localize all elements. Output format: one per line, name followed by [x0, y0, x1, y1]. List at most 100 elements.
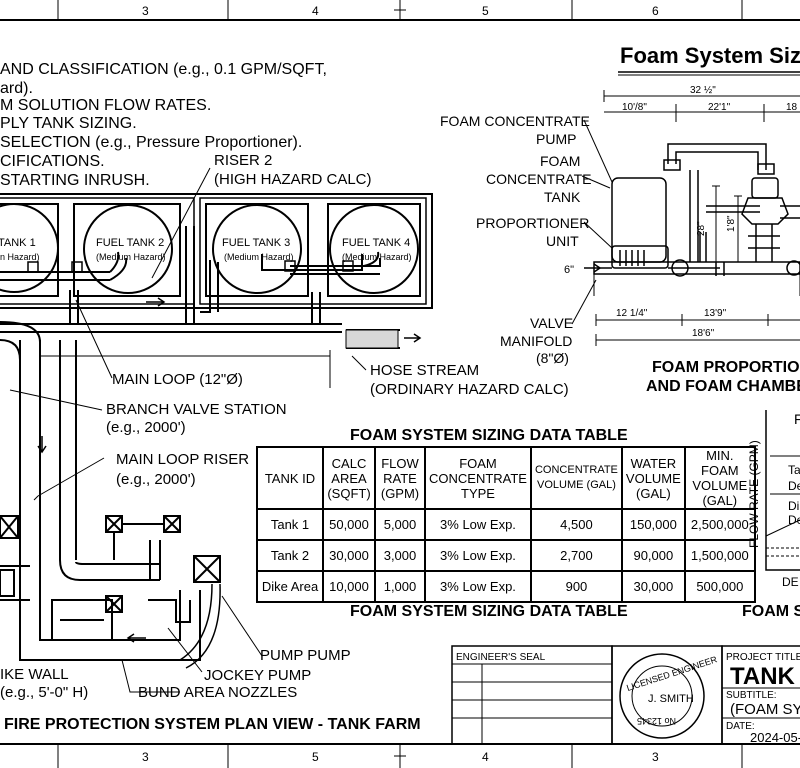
concentrate-tank-label: TANK: [544, 189, 581, 205]
table-cell: 3% Low Exp.: [424, 508, 532, 541]
table-cell: Tank 1: [256, 508, 324, 541]
dim-base-total: 18'6": [692, 328, 715, 339]
proportioner-unit-sublabel: UNIT: [546, 233, 579, 249]
dim-seg3: 18: [786, 102, 798, 113]
table-cell: 30,000: [620, 570, 686, 603]
dim-base1: 12 1/4": [616, 308, 648, 319]
table-cell: 30,000: [322, 539, 376, 572]
concentrate-pump-sublabel: PUMP: [536, 131, 576, 147]
date-label: DATE:: [726, 721, 755, 732]
dim-vert1: 28": [696, 221, 707, 236]
tank-label: TANK 1: [0, 237, 36, 249]
table-row: Tank 1 50,000 5,000 3% Low Exp. 4,500 15…: [256, 508, 756, 541]
main-loop-riser-sublabel: (e.g., 2000'): [116, 471, 196, 488]
jockey-pump-label: JOCKEY PUMP: [204, 667, 311, 684]
dim-overall: 32 ½": [690, 85, 716, 96]
note-line: SELECTION (e.g., Pressure Proportioner).: [0, 134, 302, 151]
hose-stream-sublabel: (ORDINARY HAZARD CALC): [370, 381, 569, 398]
seal-header: ENGINEER'S SEAL: [456, 652, 546, 663]
hose-stream-pipe: [345, 329, 399, 349]
tank-label: FUEL TANK 2: [96, 237, 164, 249]
valve-manifold-label: VALVE: [530, 315, 573, 331]
note-line: ard).: [0, 80, 33, 97]
column-marker: 5: [482, 4, 489, 18]
branch-valve-label: BRANCH VALVE STATION: [106, 401, 287, 418]
table-title: FOAM SYSTEM SIZING DATA TABLE: [350, 427, 628, 444]
concentrate-tank-label: FOAM: [540, 153, 580, 169]
table-cell: Tank 2: [256, 539, 324, 572]
foam-section-title: Foam System Sizi: [620, 43, 800, 68]
dim-seg1: 10'/8": [622, 102, 647, 113]
table-row: Tank 2 30,000 3,000 3% Low Exp. 2,700 90…: [256, 539, 756, 572]
header-flow-rate: FLOW RATE (GPM): [374, 446, 426, 510]
table-cell: 150,000: [620, 508, 686, 541]
tank-hazard: (Medium Hazard): [96, 252, 166, 262]
table-cell: 3% Low Exp.: [424, 570, 532, 603]
column-marker: 3: [142, 4, 149, 18]
table-cell: 4,500: [529, 508, 623, 541]
table-cell: 1,500,000: [683, 539, 756, 572]
seal-ring-bottom: No 12345: [637, 716, 676, 726]
concentrate-pump-label: FOAM CONCENTRATE: [440, 113, 590, 129]
column-marker: 6: [652, 4, 659, 18]
branch-valve-sublabel: (e.g., 2000'): [106, 419, 186, 436]
project-title-label: PROJECT TITLE:: [726, 652, 800, 663]
table-cell: 500,000: [683, 570, 756, 603]
date-value: 2024-05-: [750, 730, 800, 745]
graph-legend: Di: [788, 499, 799, 513]
tank-label: FUEL TANK 3: [222, 237, 290, 249]
foam-proportioner-elevation: [571, 90, 800, 346]
table-cell: 3% Low Exp.: [424, 539, 532, 572]
main-loop-riser-label: MAIN LOOP RISER: [116, 451, 249, 468]
dim-base2: 13'9": [704, 308, 727, 319]
general-notes: AND CLASSIFICATION (e.g., 0.1 GPM/SQFT, …: [0, 61, 327, 189]
foam-sizing-table: TANK ID CALC AREA (SQFT) FLOW RATE (GPM)…: [256, 446, 756, 603]
fuel-tank-4: [329, 204, 419, 294]
tank-hazard: (Medium Hazard): [342, 252, 412, 262]
table-cell: 2,500,000: [683, 508, 756, 541]
table-cell: 1,000: [374, 570, 426, 603]
title-block: [451, 645, 800, 745]
tank-hazard: (Medium Hazard): [224, 252, 294, 262]
dim-seg2: 22'1": [708, 102, 731, 113]
table-header-row: TANK ID CALC AREA (SQFT) FLOW RATE (GPM)…: [256, 446, 756, 510]
header-concentrate-volume: CONCENTRATE VOLUME (GAL): [529, 446, 623, 510]
seal-name: J. SMITH: [648, 693, 694, 705]
valve-manifold-label: MANIFOLD: [500, 333, 572, 349]
subtitle-label: SUBTITLE:: [726, 690, 777, 701]
inlet-size-label: 6": [564, 264, 574, 276]
dim-vert2: 1'8": [726, 215, 737, 232]
riser-2-sublabel: (HIGH HAZARD CALC): [214, 171, 372, 188]
column-marker: 3: [652, 750, 659, 764]
fuel-tank-3: [212, 204, 302, 294]
tank-farm-plan: [0, 193, 433, 669]
table-cell: 90,000: [620, 539, 686, 572]
flow-rate-graph: [765, 410, 800, 571]
tank-hazard: n Hazard): [0, 252, 40, 262]
flow-arrow-icon: [584, 263, 602, 273]
dike-wall-label: IKE WALL: [0, 666, 69, 683]
note-line: PLY TANK SIZING.: [0, 115, 137, 132]
fuel-tank-1: [0, 203, 59, 293]
flow-arrow-icon: [37, 297, 422, 643]
header-water-volume: WATER VOLUME (GAL): [620, 446, 686, 510]
graph-legend: De: [788, 513, 800, 527]
table-cell: 50,000: [322, 508, 376, 541]
note-line: STARTING INRUSH.: [0, 172, 150, 189]
table-row: Dike Area 10,000 1,000 3% Low Exp. 900 3…: [256, 570, 756, 603]
table-cell: 2,700: [529, 539, 623, 572]
graph-legend: De: [788, 479, 800, 493]
plan-title: FIRE PROTECTION SYSTEM PLAN VIEW - TANK …: [4, 716, 421, 733]
column-marker: 4: [482, 750, 489, 764]
graph-footer: FOAM S: [742, 603, 800, 620]
header-foam-volume: MIN. FOAM VOLUME (GAL): [683, 446, 756, 510]
column-marker: 4: [312, 4, 319, 18]
column-marker: 5: [312, 750, 319, 764]
valve-manifold-label: (8"Ø): [536, 350, 569, 366]
table-cell: 5,000: [374, 508, 426, 541]
hose-stream-label: HOSE STREAM: [370, 362, 479, 379]
table-cell: 10,000: [322, 570, 376, 603]
project-title: TANK F: [730, 663, 800, 690]
